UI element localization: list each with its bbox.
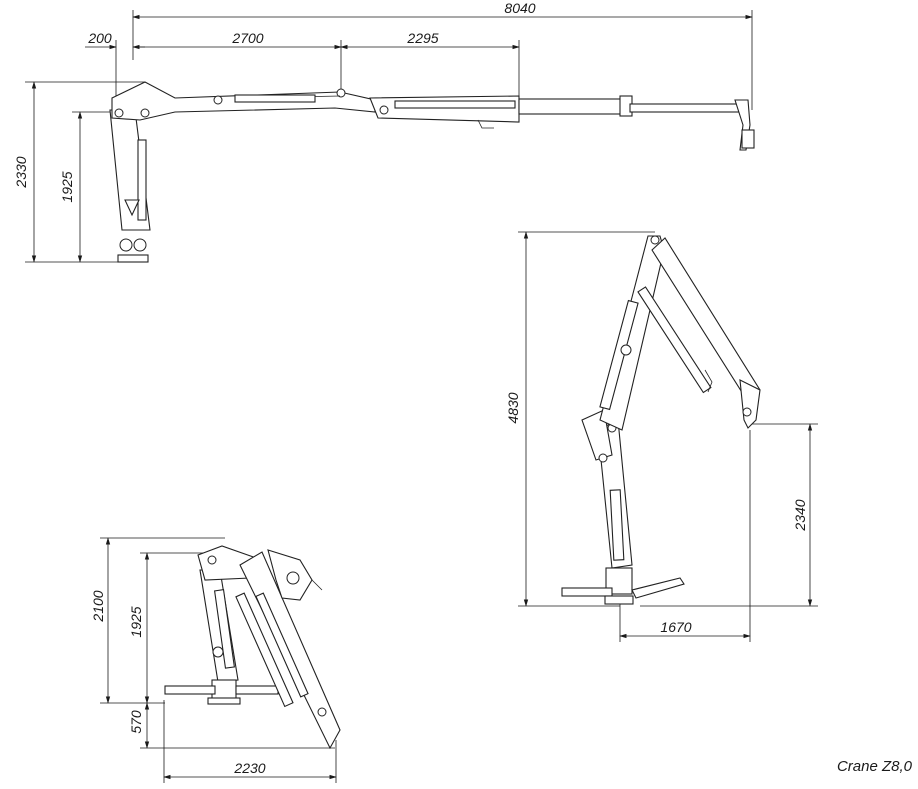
dim-label-1925: 1925 xyxy=(59,171,75,202)
extended-view: 8040 200 2700 2295 2330 xyxy=(13,0,755,263)
crane-folded xyxy=(164,545,341,750)
dim-label-8040: 8040 xyxy=(504,0,535,16)
pivot-pin-icon xyxy=(212,646,224,658)
outer-boom xyxy=(369,95,520,123)
extension-boom xyxy=(518,98,630,115)
dim-folded-pivot: 1925 xyxy=(128,552,205,704)
dim-label-200: 200 xyxy=(87,30,112,46)
dim-folded-height: 2100 xyxy=(90,537,225,704)
dim-below-base: 570 xyxy=(128,702,335,749)
hydraulic-cylinder-icon xyxy=(213,589,236,669)
hydraulic-cylinder-icon xyxy=(137,139,147,221)
folded-view: 2100 1925 570 2230 xyxy=(90,537,341,783)
dim-label-2100: 2100 xyxy=(90,590,106,622)
dim-label-2330: 2330 xyxy=(13,156,29,188)
dim-label-2340: 2340 xyxy=(792,499,808,531)
pivot-pin-icon xyxy=(119,238,133,252)
dim-max-height: 4830 xyxy=(505,231,655,607)
dim-boom1: 2700 xyxy=(132,30,342,95)
raised-view: 4830 2340 1670 xyxy=(505,231,818,642)
dim-boom2: 2295 xyxy=(340,30,520,100)
dim-label-2295: 2295 xyxy=(406,30,438,46)
dim-tip-reach: 1670 xyxy=(619,430,751,642)
pivot-pin-icon xyxy=(598,453,608,463)
dim-label-4830: 4830 xyxy=(505,392,521,423)
extension-2 xyxy=(629,103,741,113)
dim-folded-width: 2230 xyxy=(163,700,337,783)
dim-label-1670: 1670 xyxy=(660,619,691,635)
crane-raised xyxy=(561,235,761,605)
dim-label-2230: 2230 xyxy=(233,760,265,776)
dim-total-reach: 8040 xyxy=(132,0,753,110)
dim-label-1925-folded: 1925 xyxy=(128,606,144,637)
hydraulic-cylinder-icon xyxy=(609,489,625,561)
drawing-caption: Crane Z8,0 xyxy=(836,758,912,775)
dim-height-pivot: 1925 xyxy=(59,111,118,263)
boom-cylinder xyxy=(234,94,316,103)
dim-label-570: 570 xyxy=(128,710,144,734)
crane-extended xyxy=(109,81,755,263)
dim-label-2700: 2700 xyxy=(231,30,263,46)
dim-tip-height: 2340 xyxy=(640,423,818,607)
